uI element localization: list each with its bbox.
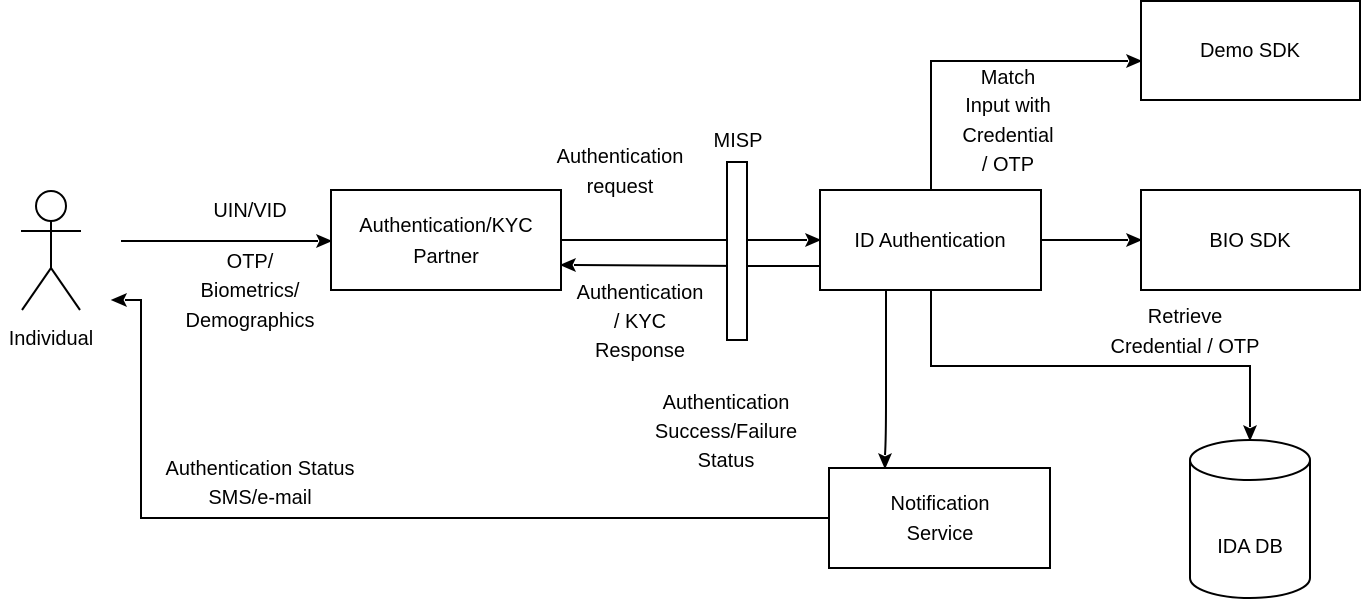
person-icon xyxy=(21,190,81,311)
partner-label-line-2: Partner xyxy=(413,246,479,268)
label-otp-biometrics-demographics: OTP/ Biometrics/ Demographics xyxy=(186,251,315,332)
individual-label: Individual xyxy=(9,328,94,350)
database-icon xyxy=(1189,439,1311,599)
bio-sdk-node: BIO SDK xyxy=(1140,189,1361,291)
auth-request-line-1: Authentication xyxy=(557,146,684,168)
retrieve-line-2: Credential / OTP xyxy=(1111,336,1260,358)
label-uin-vid: UIN/VID xyxy=(213,200,286,222)
label-auth-status-sms: Authentication Status SMS/e-mail xyxy=(165,458,354,509)
bio-sdk-label: BIO SDK xyxy=(1209,230,1291,252)
match-line-2: Input with xyxy=(965,95,1051,117)
misp-label: MISP xyxy=(714,130,763,152)
status-line-2: SMS/e-mail xyxy=(208,487,311,509)
notification-label-line-1: Notification xyxy=(891,493,990,515)
match-line-3: Credential xyxy=(962,125,1053,147)
demo-sdk-label: Demo SDK xyxy=(1200,40,1301,62)
edge-id-authentication-to-bio-sdk xyxy=(1041,233,1143,247)
auth-response-line-2: / KYC xyxy=(614,311,666,333)
ida-db-label: IDA DB xyxy=(1217,536,1283,558)
demo-sdk-node: Demo SDK xyxy=(1140,0,1361,101)
edge-id-authentication-to-ida-db xyxy=(930,290,1257,442)
notification-label-line-2: Service xyxy=(907,523,974,545)
id-authentication-node: ID Authentication xyxy=(819,189,1042,291)
label-retrieve-credential: Retrieve Credential / OTP xyxy=(1111,306,1260,358)
label-authentication-kyc-response: Authentication / KYC Response xyxy=(577,282,704,362)
edge-individual-to-partner xyxy=(121,234,333,248)
otp-line-2: Biometrics/ xyxy=(201,280,300,302)
label-match-input: Match Input with Credential / OTP xyxy=(962,67,1053,176)
partner-node: Authentication/KYC Partner xyxy=(330,189,562,291)
success-line-1: Authentication xyxy=(663,392,790,414)
auth-response-line-3: Response xyxy=(595,340,685,362)
edge-id-authentication-to-partner xyxy=(559,258,820,272)
match-line-4: / OTP xyxy=(982,154,1034,176)
individual-actor: Individual xyxy=(9,190,94,350)
id-authentication-label: ID Authentication xyxy=(854,230,1005,252)
status-line-1: Authentication Status xyxy=(165,458,354,480)
auth-request-line-2: request xyxy=(587,176,654,198)
label-auth-success-failure: Authentication Success/Failure Status xyxy=(655,392,797,472)
auth-response-line-1: Authentication xyxy=(577,282,704,304)
otp-line-3: Demographics xyxy=(186,310,315,332)
label-authentication-request: Authentication request xyxy=(557,146,684,198)
otp-line-1: OTP/ xyxy=(227,251,274,273)
match-line-1: Match xyxy=(981,67,1035,89)
edge-id-authentication-to-notification xyxy=(878,290,892,470)
retrieve-line-1: Retrieve xyxy=(1148,306,1222,328)
success-line-2: Success/Failure xyxy=(655,421,797,443)
edge-id-authentication-to-demo-sdk xyxy=(930,54,1143,190)
uin-vid-text: UIN/VID xyxy=(213,200,286,222)
notification-service-node: Notification Service xyxy=(828,467,1051,569)
edge-notification-to-individual xyxy=(110,293,829,519)
partner-label-line-1: Authentication/KYC xyxy=(359,215,532,237)
success-line-3: Status xyxy=(698,450,755,472)
edge-partner-to-id-authentication xyxy=(561,233,822,247)
misp-node: MISP xyxy=(714,130,763,341)
ida-db-node: IDA DB xyxy=(1189,439,1311,599)
